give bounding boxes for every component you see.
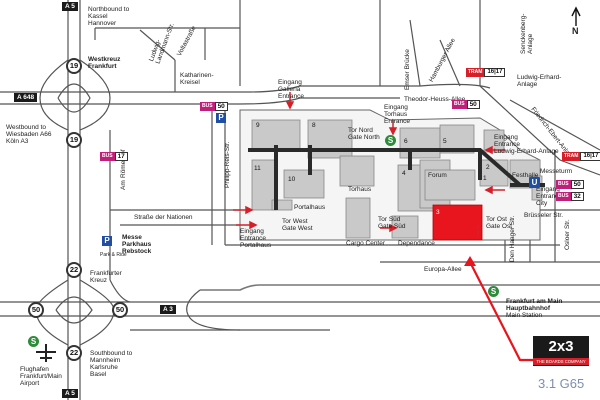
torhaus-building [339, 155, 375, 187]
park-ride-label: Park & Ride [100, 252, 127, 258]
a5-bottom-shield: A 5 [62, 389, 78, 398]
forum-building [424, 169, 476, 201]
sbahn-messe-icon: S [385, 135, 396, 146]
company-logo: 2x3 THE BOARDS COMPANY [533, 336, 589, 366]
hall-3-label: 3 [436, 209, 440, 216]
hall-4-label: 4 [402, 170, 406, 177]
booth-pointer-line [469, 261, 533, 362]
forum-label: Forum [428, 172, 447, 179]
a3-shield: A 3 [160, 305, 176, 314]
hall-10 [283, 169, 325, 199]
sbahn-airport-icon: S [28, 336, 39, 347]
dependance-label: Dependance [398, 240, 435, 247]
hall-8-label: 8 [312, 122, 316, 129]
route-22-shield: 22 [66, 262, 82, 278]
hall-5-label: 5 [443, 138, 447, 145]
hall-9-label: 9 [256, 122, 260, 129]
hall-2 [483, 129, 505, 153]
portalhaus-label: Portalhaus [294, 204, 326, 211]
compass-north: N [572, 26, 579, 36]
theodor-heuss-label: Theodor-Heuss-Allee [404, 96, 466, 103]
parking-icon: P [216, 113, 226, 123]
hall-1-label: 1 [483, 175, 487, 182]
sbahn-hbf-icon: S [488, 286, 499, 297]
torhaus-label: Torhaus [348, 186, 372, 193]
am-label: Am [120, 180, 127, 190]
cargo-label: Cargo Center [346, 240, 386, 247]
route-50-left-shield: 50 [28, 302, 44, 318]
messeturm-building [531, 175, 543, 201]
booth-number: 3.1 G65 [538, 376, 585, 391]
bruesseler-label: Brüsseler Str. [524, 212, 564, 219]
route-50-right-shield: 50 [112, 302, 128, 318]
a648-shield: A 648 [14, 93, 38, 102]
emser-bruecke-label: Emser Brücke [404, 49, 411, 90]
hall-3-highlight [432, 204, 483, 241]
hall-10-label: 10 [288, 176, 296, 183]
route-19-shield-2: 19 [66, 132, 82, 148]
ubahn-icon: U [529, 177, 540, 188]
a648-road [0, 83, 491, 93]
portalhaus-building [271, 199, 293, 211]
philipp-reis-label: Philipp-Reis-Str. [224, 141, 231, 188]
cargo-building [345, 197, 371, 239]
hall-2-label: 2 [486, 164, 490, 171]
route-19-shield: 19 [66, 58, 82, 74]
ludwig-erhard-street-label: Ludwig-Erhard-Anlage [517, 74, 562, 88]
senckenberg-label: Senckenberg-Anlage [520, 13, 534, 54]
route-22-shield-2: 22 [66, 345, 82, 361]
europa-allee-label: Europa-Allee [424, 266, 462, 273]
strasse-nationen-label: Straße der Nationen [134, 214, 193, 221]
hall-11-label: 11 [254, 165, 261, 172]
airplane-icon [36, 344, 56, 362]
festhalle-label: Festhalle [512, 172, 539, 179]
parking-rebstock-icon: P [102, 236, 112, 246]
osloer-label: Osloer Str. [564, 219, 571, 250]
a5-top-shield: A 5 [62, 2, 78, 11]
katharinen-label: Katharinen-Kreisel [180, 72, 214, 86]
messeturm-label: Messeturm [540, 168, 573, 175]
hall-6-label: 6 [404, 138, 408, 145]
